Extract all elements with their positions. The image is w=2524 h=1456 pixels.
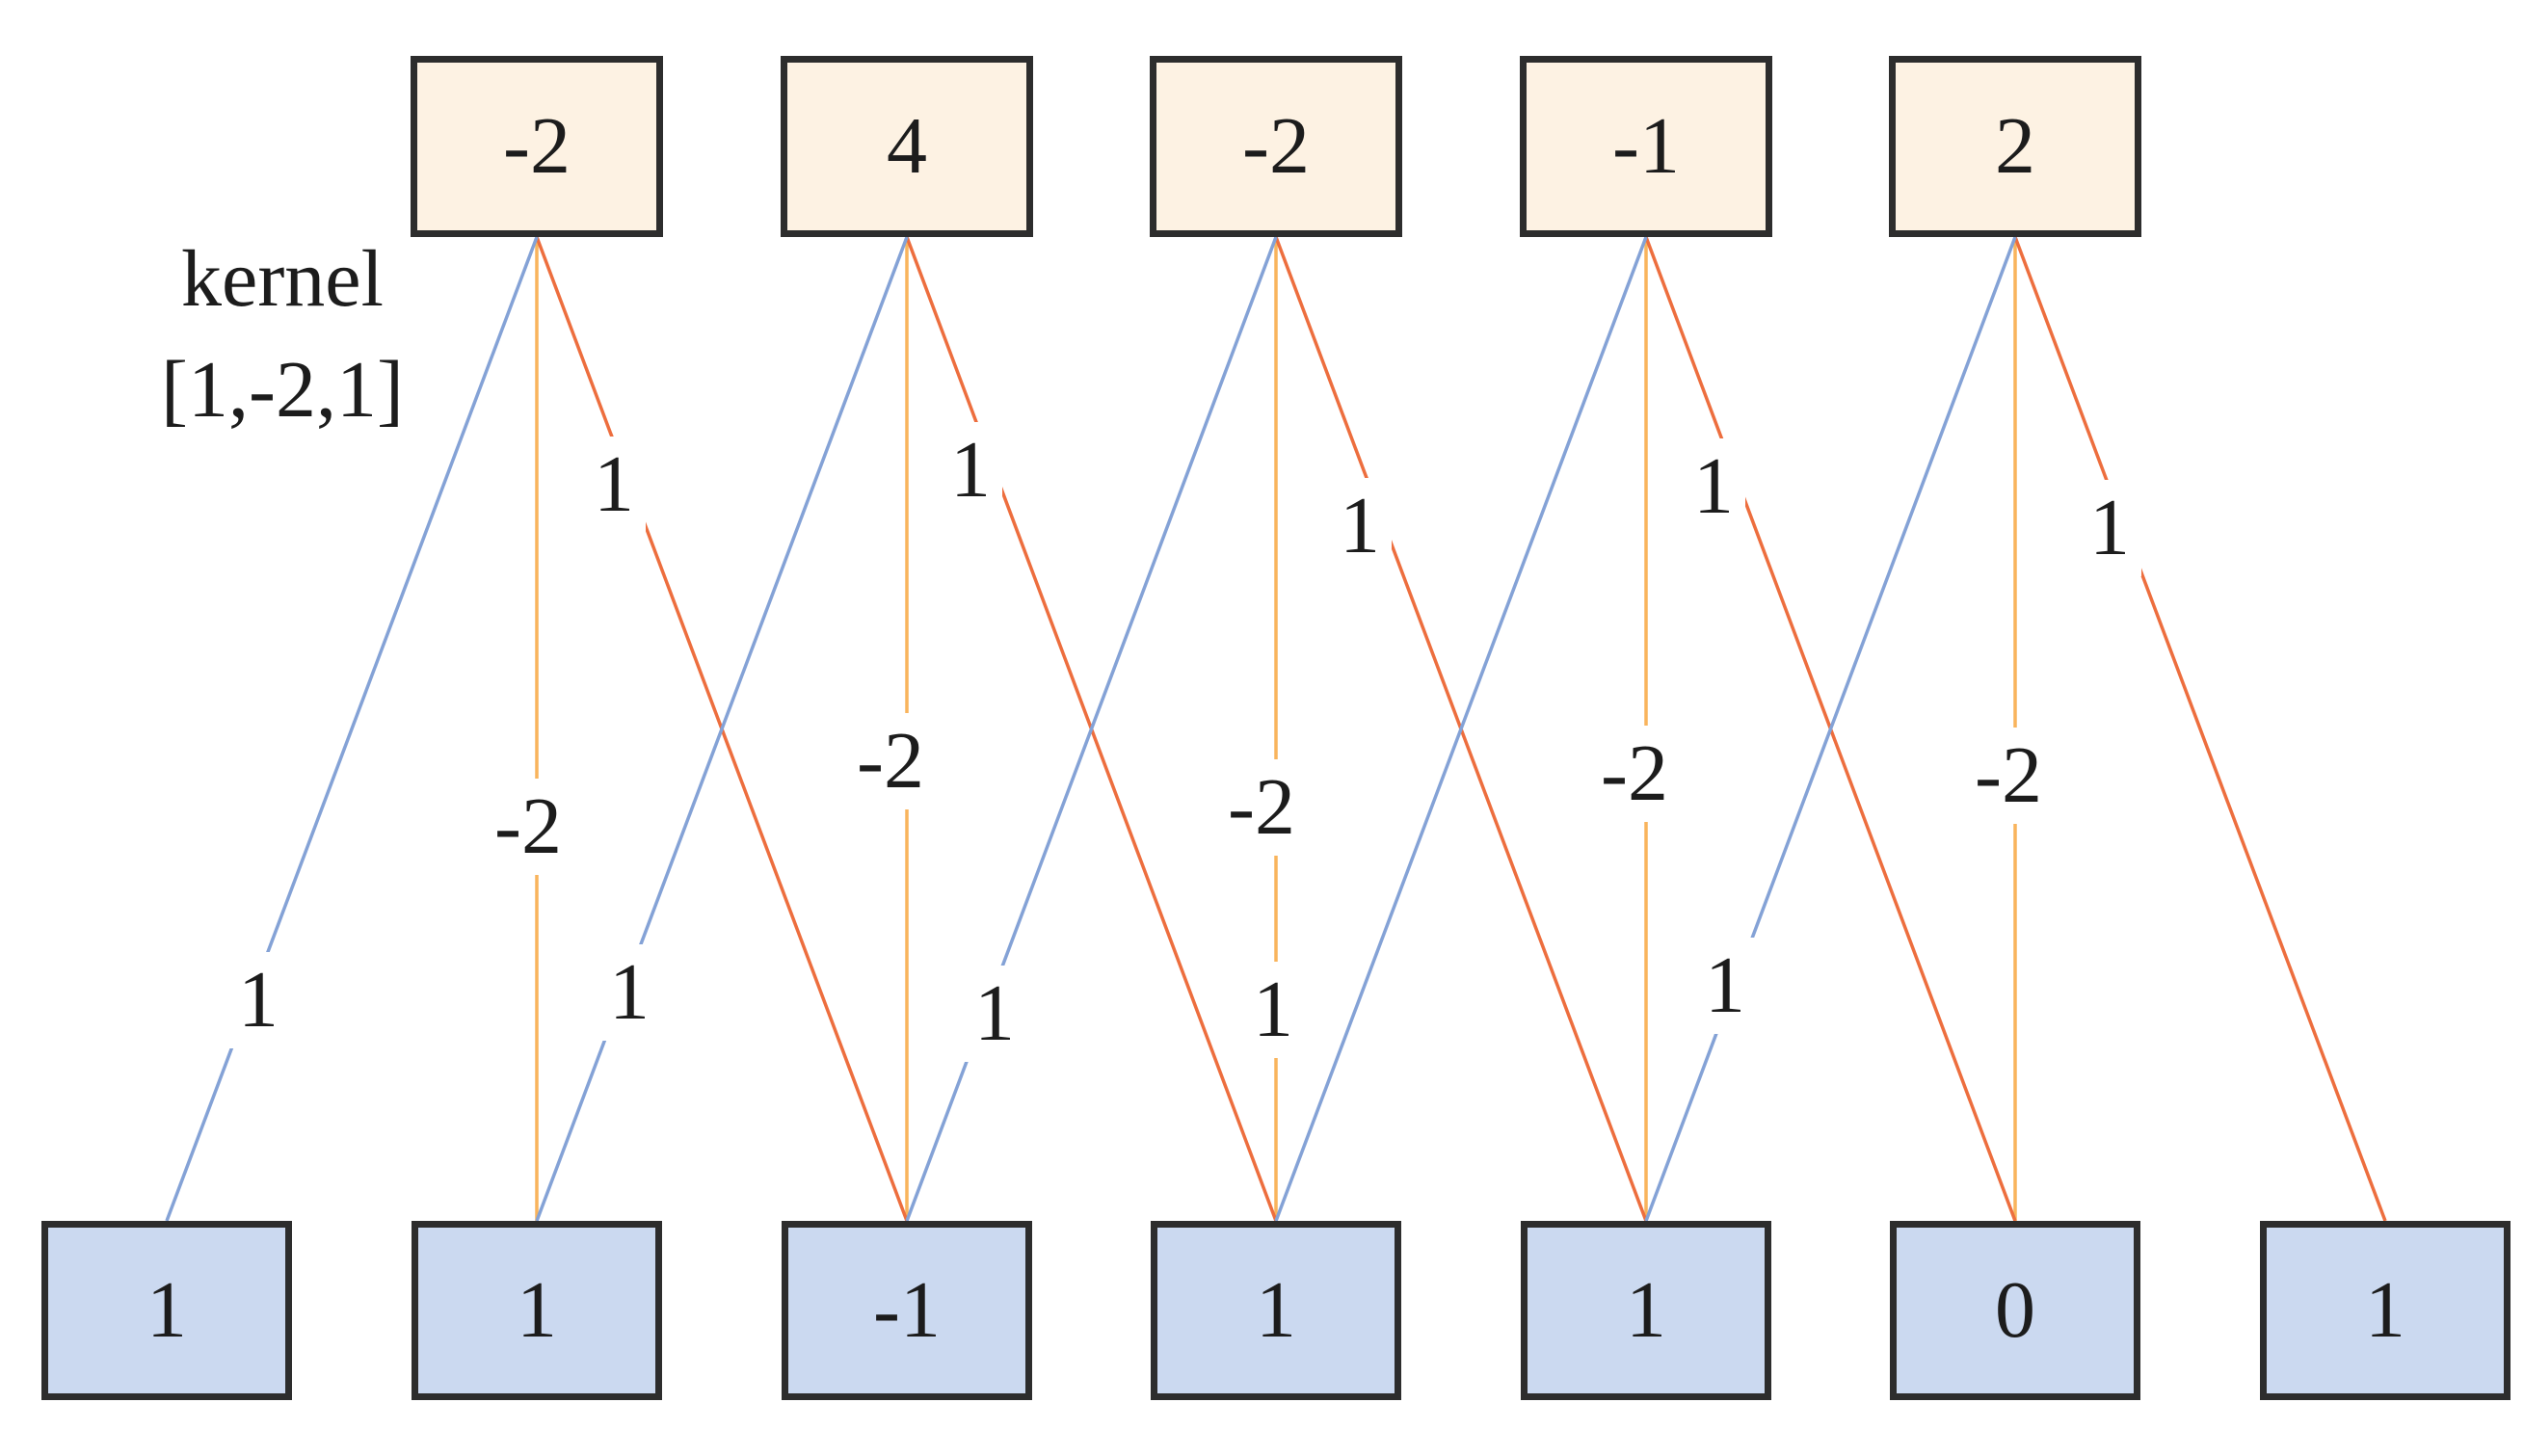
edge-weight-label-right-g2: 1 [1328,478,1392,574]
edge-weight-label-center-g1: -2 [845,713,936,809]
output-box-0: -2 [411,56,663,237]
kernel-caption: kernel [1,-2,1] [123,224,441,445]
output-box-3: -1 [1520,56,1772,237]
edge-line-left-g0 [165,236,539,1222]
edge-weight-label-center-g3: -2 [1589,726,1680,822]
input-box-2: -1 [782,1221,1032,1400]
edge-weight-label-center-g4: -2 [1963,728,2054,824]
edge-line-left-g4 [1644,236,2017,1222]
edge-weight-label-center-g2: -2 [1216,759,1307,856]
output-box-value: 2 [1995,101,2035,191]
input-box-1: 1 [412,1221,662,1400]
input-box-4: 1 [1521,1221,1771,1400]
input-box-value: -1 [873,1265,941,1355]
input-box-0: 1 [41,1221,292,1400]
input-box-6: 1 [2260,1221,2511,1400]
edge-line-left-g3 [1274,236,1648,1222]
edge-line-left-g1 [535,236,909,1222]
output-box-value: 4 [887,101,927,191]
edge-weight-label-left-g3: 1 [1241,962,1305,1058]
input-box-value: 1 [517,1265,557,1355]
input-box-value: 1 [1256,1265,1296,1355]
edge-weight-label-left-g2: 1 [963,966,1026,1062]
edge-weight-label-right-g1: 1 [939,422,1002,518]
edge-weight-label-left-g4: 1 [1693,938,1757,1034]
edge-weight-label-right-g4: 1 [2078,480,2141,576]
input-box-value: 1 [2365,1265,2405,1355]
output-box-value: -2 [503,101,571,191]
kernel-caption-values: [1,-2,1] [161,345,404,436]
input-box-value: 1 [146,1265,187,1355]
edge-weight-label-right-g3: 1 [1682,438,1745,535]
edge-weight-label-left-g1: 1 [598,944,661,1041]
output-box-1: 4 [781,56,1033,237]
edge-weight-label-left-g0: 1 [226,952,290,1048]
input-box-3: 1 [1151,1221,1401,1400]
output-box-value: -1 [1612,101,1680,191]
input-box-value: 1 [1626,1265,1666,1355]
edge-weight-label-right-g0: 1 [582,437,646,533]
edge-line-right-g4 [2013,236,2387,1222]
input-box-5: 0 [1890,1221,2140,1400]
kernel-caption-word: kernel [181,234,384,324]
input-box-value: 0 [1995,1265,2035,1355]
output-box-value: -2 [1242,101,1310,191]
output-box-2: -2 [1150,56,1402,237]
edge-weight-label-center-g0: -2 [483,779,573,875]
output-box-4: 2 [1889,56,2141,237]
